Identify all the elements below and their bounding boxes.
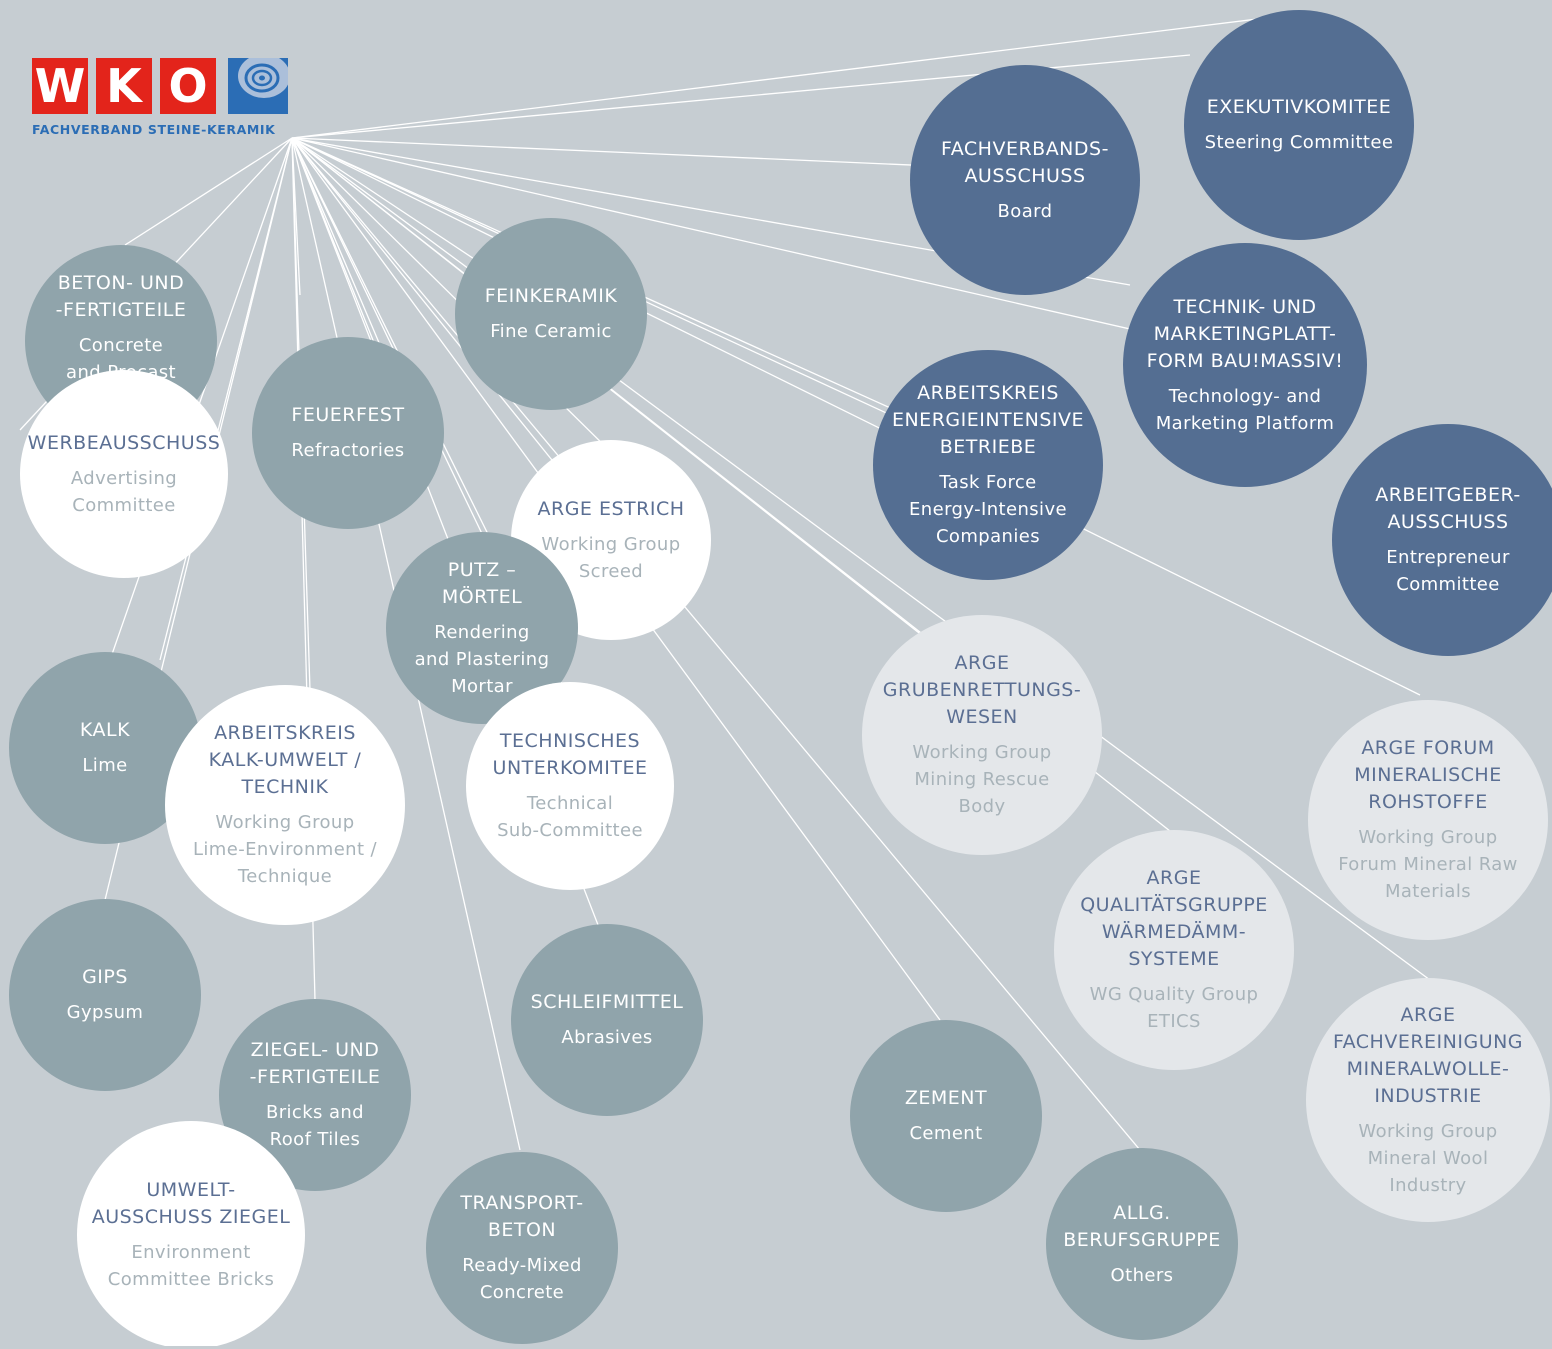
node-circle-zement — [850, 1020, 1042, 1212]
node-circle-arge-grubenrettung — [862, 615, 1102, 855]
node-circle-technisches-unterkomitee — [466, 682, 674, 890]
node-circle-allg-berufsgruppe — [1046, 1148, 1238, 1340]
node-circle-schleifmittel — [511, 924, 703, 1116]
connector-line-21 — [291, 137, 561, 471]
node-circle-arbeitskreis-kalk — [165, 685, 405, 925]
connector-line-0 — [291, 14, 1291, 139]
connector-line-2 — [291, 137, 1026, 171]
connector-line-15 — [291, 137, 381, 346]
node-circle-technik-marketing — [1123, 243, 1367, 487]
logo-emblem-icon — [228, 54, 290, 114]
logo-tagline: FACHVERBAND STEINE-KERAMIK — [32, 122, 276, 137]
wko-logo: W K O FACHVERBAND STEINE-KERAMIK — [32, 54, 292, 140]
connector-line-17 — [291, 137, 486, 541]
node-circle-umweltausschuss-ziegel — [77, 1121, 305, 1346]
node-circles — [9, 10, 1552, 1346]
node-circle-ziegel-fertigteile — [219, 999, 411, 1191]
connector-line-7 — [124, 137, 293, 246]
logo-letter-o: O — [160, 58, 216, 114]
node-circle-arge-mineralwolle — [1306, 978, 1550, 1222]
connector-line-26 — [291, 137, 1141, 1151]
node-circle-arge-qualitaet — [1054, 830, 1294, 1070]
node-circle-arbeitskreis-energie — [873, 350, 1103, 580]
node-circle-exekutivkomitee — [1184, 10, 1414, 240]
connector-line-3 — [291, 137, 1245, 356]
node-circle-gips — [9, 899, 201, 1091]
node-circle-feinkeramik — [455, 218, 647, 410]
node-circle-kalk — [9, 652, 201, 844]
node-circle-werbeausschuss — [20, 370, 228, 578]
logo-letter-w: W — [32, 58, 88, 114]
node-circle-feuerfest — [252, 337, 444, 529]
node-circle-arbeitgeberausschuss — [1332, 424, 1552, 656]
node-circle-fachverbandsausschuss — [910, 65, 1140, 295]
node-circle-arge-forum — [1308, 700, 1548, 940]
node-circle-transportbeton — [426, 1152, 618, 1344]
connector-line-5 — [291, 137, 1421, 696]
node-circle-putz-moertel — [386, 532, 578, 724]
logo-letter-k: K — [96, 58, 152, 114]
